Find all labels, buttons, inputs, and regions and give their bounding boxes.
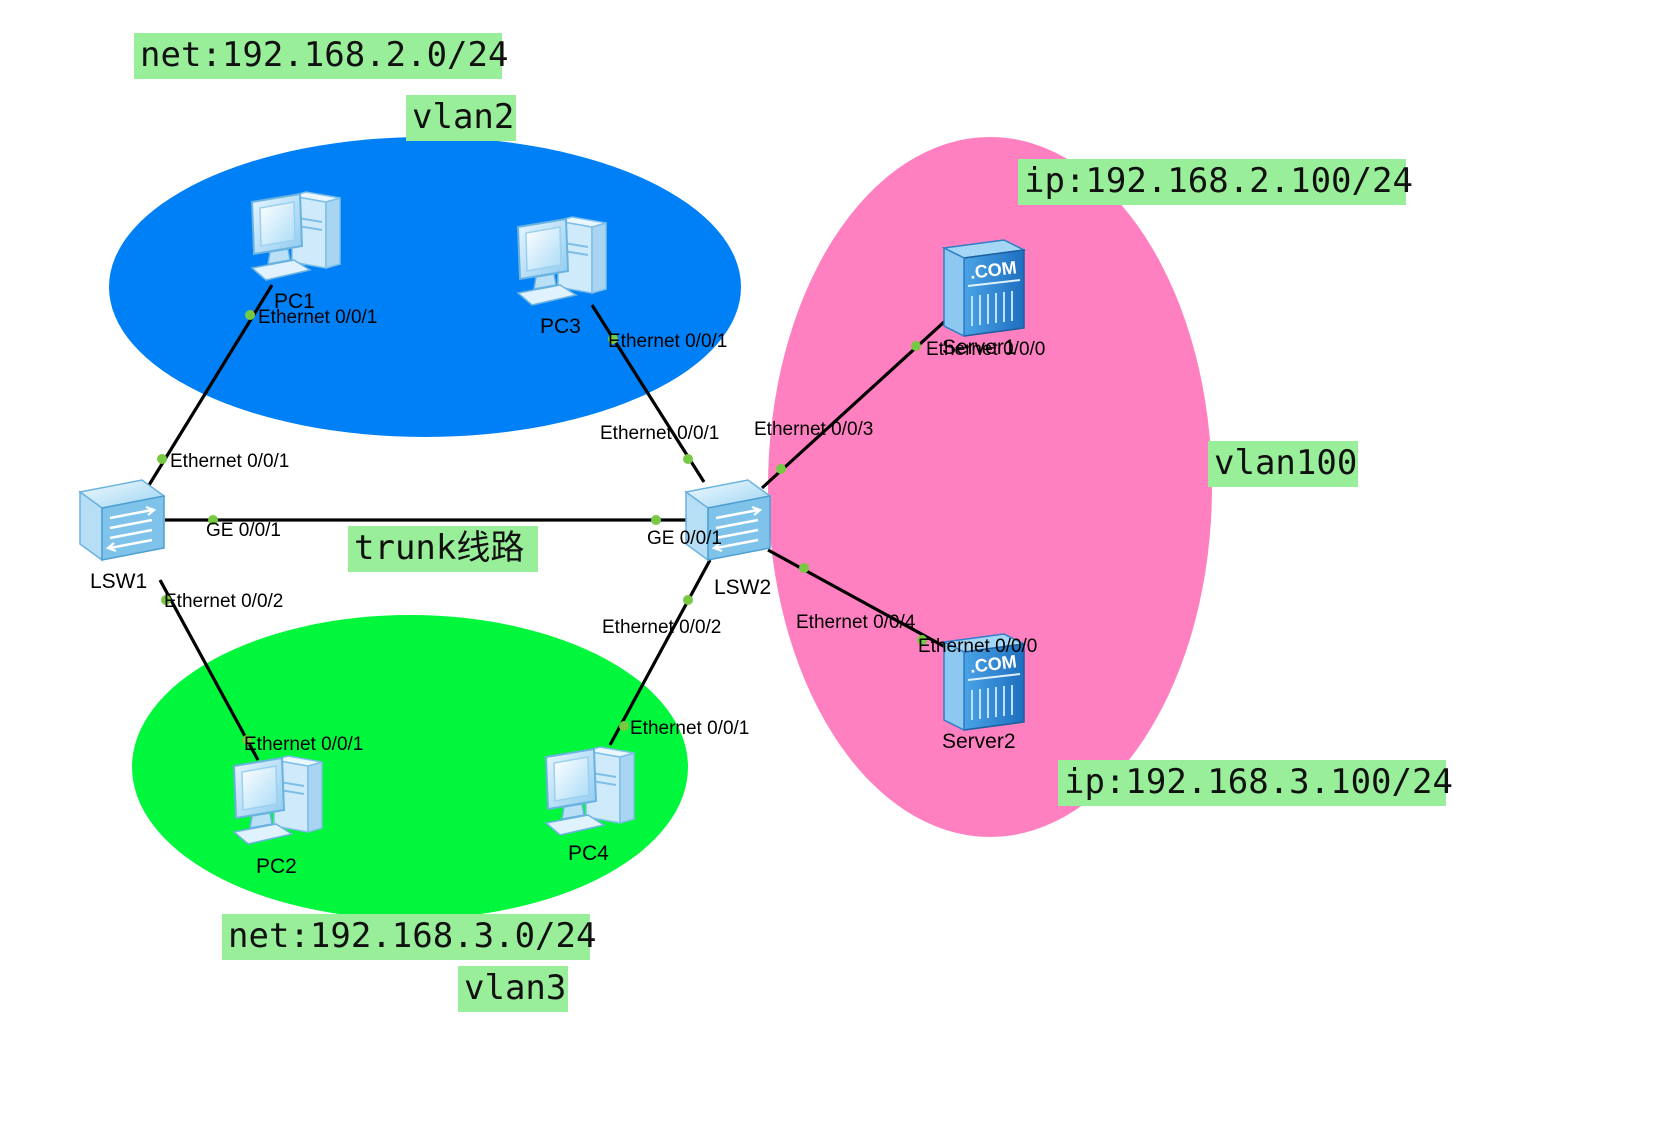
tag-net-vlan3: net:192.168.3.0/24 [222, 914, 596, 960]
vlan3-zone [132, 615, 688, 919]
link-lsw2-pc4 [608, 559, 712, 746]
tag-text: vlan100 [1214, 443, 1357, 483]
lsw1-label: LSW1 [90, 570, 147, 593]
port-dot [161, 595, 171, 605]
port-dot [245, 310, 255, 320]
port-dot [776, 464, 786, 474]
port-label-lsw1-ge001: GE 0/0/1 [206, 520, 281, 541]
pc1-device[interactable] [251, 191, 341, 281]
port-label-lsw1-e002: Ethernet 0/0/2 [164, 591, 283, 612]
link-lsw2-server2 [767, 548, 948, 650]
port-label-pc3-e001: Ethernet 0/0/1 [608, 331, 727, 352]
tag-vlan100: vlan100 [1208, 441, 1358, 487]
port-label-lsw2-e003: Ethernet 0/0/3 [754, 419, 873, 440]
pc4-label: PC4 [568, 842, 609, 865]
pc4-device[interactable] [545, 746, 635, 836]
port-dot [911, 341, 921, 351]
port-dot [683, 454, 693, 464]
port-label-lsw2-ge001: GE 0/0/1 [647, 528, 722, 549]
pc3-label: PC3 [540, 315, 581, 338]
pc2-label: PC2 [256, 855, 297, 878]
tag-text: vlan3 [464, 968, 566, 1008]
link-lsw2-server1 [760, 310, 957, 490]
server1-label: Server1 [942, 336, 1016, 359]
link-lsw1-pc2 [158, 579, 260, 761]
pc-icon [517, 216, 607, 306]
lsw2-label: LSW2 [714, 576, 771, 599]
pc-icon [545, 746, 635, 836]
port-label-pc4-e001: Ethernet 0/0/1 [630, 718, 749, 739]
tag-text: net:192.168.3.0/24 [228, 916, 596, 956]
vlan100-zone [768, 137, 1212, 837]
tag-text: ip:192.168.2.100/24 [1024, 161, 1413, 201]
tag-ip-server2: ip:192.168.3.100/24 [1058, 760, 1453, 806]
port-label-lsw2-e001: Ethernet 0/0/1 [600, 423, 719, 444]
port-dot [208, 515, 218, 525]
tag-vlan2: vlan2 [406, 95, 516, 141]
port-dot [157, 454, 167, 464]
server1-device[interactable]: .COM [943, 239, 1025, 337]
port-dot [799, 563, 809, 573]
port-label-lsw2-e002: Ethernet 0/0/2 [602, 617, 721, 638]
port-dot [917, 635, 927, 645]
port-label-lsw1-e001: Ethernet 0/0/1 [170, 451, 289, 472]
tag-text: ip:192.168.3.100/24 [1064, 762, 1453, 802]
pc3-device[interactable] [517, 216, 607, 306]
port-label-server2-e000: Ethernet 0/0/0 [918, 636, 1037, 657]
server-icon [943, 239, 1025, 337]
port-label-server1-e000: Ethernet 0/0/0 [926, 339, 1045, 360]
tag-trunk: trunk线路 [348, 526, 538, 572]
pc-icon [251, 191, 341, 281]
switch-icon [78, 478, 166, 562]
tag-text: trunk线路 [354, 528, 524, 568]
server2-device[interactable]: .COM [943, 633, 1025, 731]
port-label-lsw2-e004: Ethernet 0/0/4 [796, 612, 916, 633]
pc1-label: PC1 [274, 290, 315, 313]
port-dots [157, 310, 927, 745]
pc-icon [233, 755, 323, 845]
port-dot [242, 735, 252, 745]
port-dot [608, 334, 618, 344]
tag-text: net:192.168.2.0/24 [140, 35, 508, 75]
pc2-device[interactable] [233, 755, 323, 845]
lsw1-device[interactable] [78, 478, 166, 562]
server2-label: Server2 [942, 730, 1016, 753]
port-label-pc1-e001: Ethernet 0/0/1 [258, 307, 377, 328]
link-pc3-lsw2 [590, 304, 706, 483]
tag-vlan3: vlan3 [458, 966, 568, 1012]
port-dot [683, 595, 693, 605]
port-dot [651, 515, 661, 525]
tag-net-vlan2: net:192.168.2.0/24 [134, 33, 508, 79]
tag-text: vlan2 [412, 97, 514, 137]
tag-ip-server1: ip:192.168.2.100/24 [1018, 159, 1413, 205]
port-label-pc2-e001: Ethernet 0/0/1 [244, 734, 363, 755]
port-dot [619, 721, 629, 731]
